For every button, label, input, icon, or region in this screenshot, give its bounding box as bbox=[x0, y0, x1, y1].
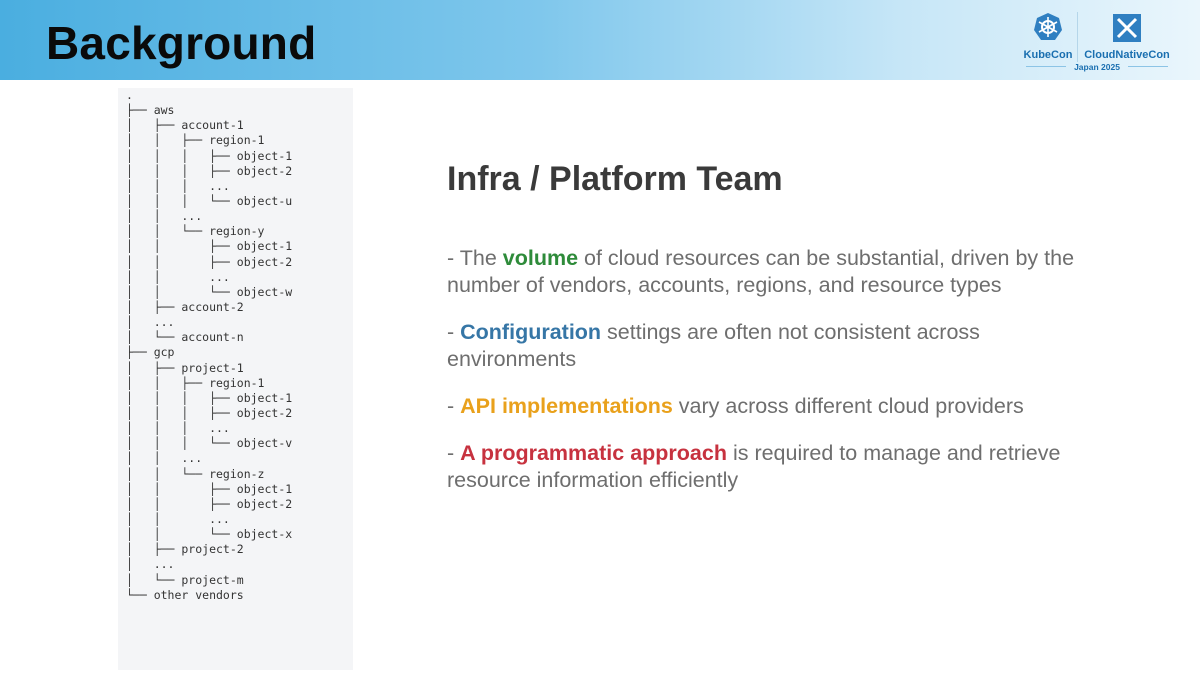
bullet-prefix: - bbox=[447, 320, 461, 344]
tree-line: │ │ │ ... bbox=[126, 178, 230, 193]
tree-line: │ ├── project-2 bbox=[126, 542, 244, 557]
tree-line: │ │ ├── object-2 bbox=[126, 254, 293, 269]
tree-line: │ │ ├── object-1 bbox=[126, 481, 293, 496]
kubecon-label: KubeCon bbox=[1023, 49, 1073, 61]
resource-tree-panel: .├── aws│ ├── account-1│ │ ├── region-1│… bbox=[118, 88, 353, 670]
tree-line: │ │ ... bbox=[126, 269, 230, 284]
logo-divider bbox=[1077, 12, 1078, 62]
bullet-text: of cloud resources can be substantial, d… bbox=[447, 246, 1075, 297]
resource-tree: .├── aws│ ├── account-1│ │ ├── region-1│… bbox=[126, 88, 292, 603]
bullet-highlight: volume bbox=[502, 246, 579, 270]
kubecon-logo: KubeCon bbox=[1022, 10, 1074, 72]
bullet-highlight: API implementations bbox=[460, 394, 673, 418]
tree-line: │ │ │ └── object-u bbox=[126, 193, 293, 208]
tree-line: │ ├── account-1 bbox=[126, 118, 244, 133]
tree-line: │ │ ├── region-1 bbox=[126, 375, 265, 390]
cloudnativecon-logo: CloudNativeCon bbox=[1082, 10, 1172, 72]
tree-line: │ │ │ ├── object-1 bbox=[126, 390, 293, 405]
tree-line: │ │ │ └── object-v bbox=[126, 436, 293, 451]
cncf-square-icon bbox=[1113, 14, 1141, 42]
tree-line: │ │ │ ├── object-2 bbox=[126, 405, 293, 420]
tree-line: │ │ │ ... bbox=[126, 421, 230, 436]
tree-line: │ │ └── object-x bbox=[126, 527, 293, 542]
tree-line: ├── gcp bbox=[126, 345, 175, 360]
main-content: Infra / Platform Team - The volume of cl… bbox=[447, 160, 1097, 514]
cloudnativecon-label: CloudNativeCon bbox=[1084, 49, 1170, 61]
tree-line: │ │ └── region-y bbox=[126, 224, 265, 239]
bullet-point: - The volume of cloud resources can be s… bbox=[447, 245, 1097, 299]
tree-line: │ │ ├── object-1 bbox=[126, 239, 293, 254]
bullet-prefix: - The bbox=[447, 246, 503, 270]
event-line-right bbox=[1128, 66, 1168, 67]
tree-line: │ └── account-n bbox=[126, 330, 244, 345]
bullet-list: - The volume of cloud resources can be s… bbox=[447, 245, 1097, 494]
tree-line: │ ├── project-1 bbox=[126, 360, 244, 375]
tree-line: │ ... bbox=[126, 557, 175, 572]
tree-line: │ │ ... bbox=[126, 451, 203, 466]
tree-line: │ │ │ ├── object-1 bbox=[126, 148, 293, 163]
tree-line: │ │ ... bbox=[126, 209, 203, 224]
slide-title: Background bbox=[46, 17, 317, 69]
tree-line: │ │ └── object-w bbox=[126, 284, 293, 299]
tree-line: │ │ ├── region-1 bbox=[126, 133, 265, 148]
section-heading: Infra / Platform Team bbox=[447, 160, 783, 198]
bullet-prefix: - bbox=[447, 441, 461, 465]
event-line-left bbox=[1026, 66, 1066, 67]
event-label: Japan 2025 bbox=[1074, 62, 1120, 72]
bullet-prefix: - bbox=[447, 394, 461, 418]
tree-line: └── other vendors bbox=[126, 587, 244, 602]
tree-line: │ │ └── region-z bbox=[126, 466, 265, 481]
tree-line: │ └── project-m bbox=[126, 572, 244, 587]
tree-line: │ │ ... bbox=[126, 511, 230, 526]
tree-line: │ │ │ ├── object-2 bbox=[126, 163, 293, 178]
tree-line: ├── aws bbox=[126, 103, 175, 118]
kubernetes-helm-icon bbox=[1034, 13, 1062, 40]
bullet-point: - API implementations vary across differ… bbox=[447, 393, 1097, 420]
header-banner: Background KubeCon CloudNativeCon Japan … bbox=[0, 0, 1200, 80]
bullet-text: settings are often not consistent across… bbox=[447, 320, 980, 371]
bullet-highlight: A programmatic approach bbox=[460, 441, 727, 465]
tree-line: . bbox=[126, 88, 133, 102]
tree-line: │ │ ├── object-2 bbox=[126, 496, 293, 511]
tree-line: │ ... bbox=[126, 315, 175, 330]
bullet-highlight: Configuration bbox=[460, 320, 602, 344]
bullet-text: is required to manage and retrieve resou… bbox=[447, 441, 1061, 492]
tree-line: │ ├── account-2 bbox=[126, 299, 244, 314]
bullet-point: - A programmatic approach is required to… bbox=[447, 440, 1097, 494]
bullet-text: vary across different cloud providers bbox=[672, 394, 1024, 418]
bullet-point: - Configuration settings are often not c… bbox=[447, 319, 1097, 373]
